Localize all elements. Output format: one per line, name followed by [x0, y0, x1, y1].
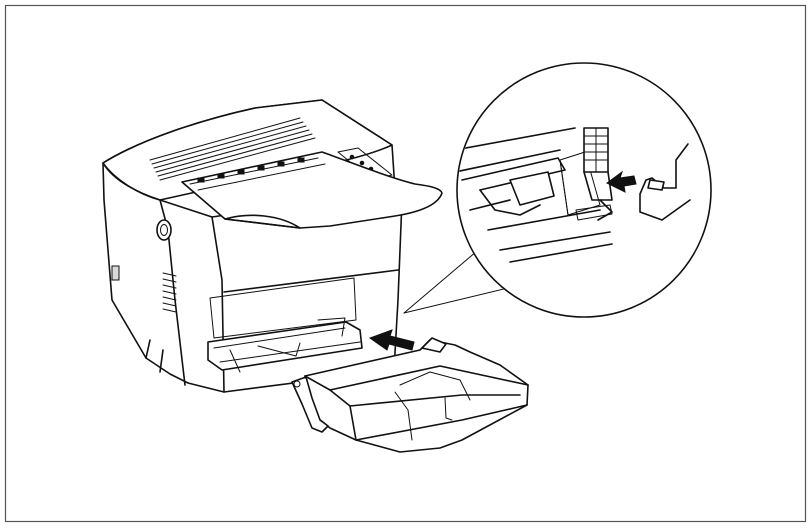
side-vents	[162, 272, 177, 313]
output-tray	[181, 151, 443, 229]
printer	[102, 99, 403, 393]
exit-rollers	[197, 157, 305, 183]
insert-arrow	[368, 329, 415, 351]
detail-circle	[456, 62, 712, 318]
guide-tower	[583, 127, 613, 201]
detail-bracket	[639, 143, 691, 221]
top-vent-grille	[149, 117, 316, 181]
printer-front-door	[209, 277, 357, 339]
printer-cassette-slot	[207, 317, 363, 373]
printer-front-panel	[159, 199, 225, 393]
paper-cassette	[291, 337, 529, 453]
cassette-handle	[291, 376, 329, 433]
side-latch	[111, 265, 120, 281]
output-tray-top	[181, 151, 443, 229]
detail-arrow	[606, 170, 637, 193]
magnified-detail	[403, 62, 712, 318]
side-knob	[156, 219, 172, 241]
figure-frame	[4, 4, 807, 523]
